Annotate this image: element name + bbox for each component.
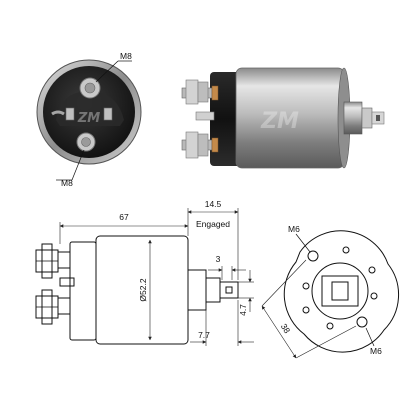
top-stud-icon <box>79 77 101 99</box>
side-bottom-stud-icon <box>181 131 219 159</box>
flange-bottom-stud-label: M6 <box>370 346 382 356</box>
top-stud-label: M8 <box>120 51 132 61</box>
front-view-photo: ZM <box>36 59 142 181</box>
dim-plunger-height-label: 4.7 <box>238 304 248 316</box>
bottom-stud-icon <box>76 132 96 152</box>
side-drawing <box>35 208 254 346</box>
side-view-photo: ZM <box>181 67 385 169</box>
bottom-bolt-hole-icon <box>356 316 368 328</box>
side-top-stud-icon <box>181 79 219 105</box>
engaged-note-label: Engaged <box>196 219 230 229</box>
flange-end-view <box>261 230 400 359</box>
dim-engaged-label: 14.5 <box>205 199 222 209</box>
dim-length-label: 67 <box>119 212 129 222</box>
zm-logo-watermark-side: ZM <box>260 109 299 134</box>
top-bolt-hole-icon <box>307 250 319 262</box>
flange-top-stud-label: M6 <box>288 224 300 234</box>
zm-logo-watermark: ZM <box>77 111 100 126</box>
dim-plunger-offset-label: 7.7 <box>198 330 210 340</box>
dim-bolt-spacing-label: 38 <box>279 322 293 336</box>
dim-diameter-label: Ø52.2 <box>138 278 148 301</box>
dim-plunger-width-label: 3 <box>216 254 221 264</box>
bottom-stud-label: M8 <box>61 178 73 188</box>
